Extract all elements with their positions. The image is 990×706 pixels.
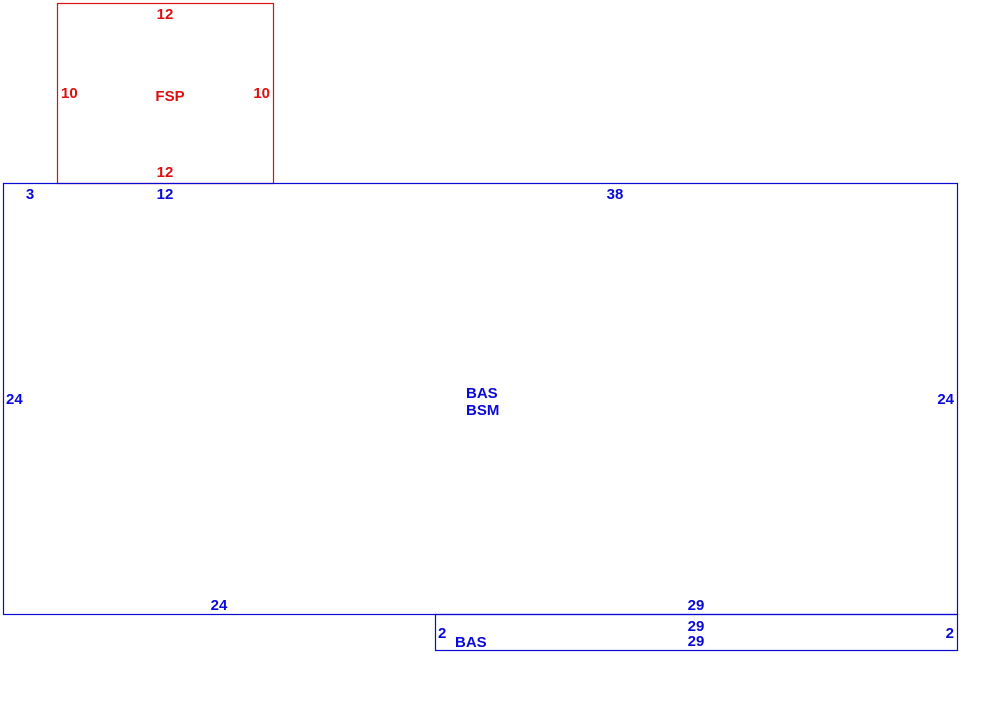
addition-area-label: BAS xyxy=(455,634,487,651)
porch-left-dimension: 10 xyxy=(61,85,78,102)
addition-left-dimension: 2 xyxy=(438,625,446,642)
main-area-label-line1: BAS xyxy=(466,385,498,402)
main-right-dimension: 24 xyxy=(937,391,954,408)
main-section: 3 12 38 24 24 BAS BSM 24 29 xyxy=(2,182,959,616)
main-top-right-dimension: 38 xyxy=(607,186,624,203)
main-bottom-left-dimension: 24 xyxy=(211,597,228,614)
addition-section: 29 2 2 BAS 29 xyxy=(434,613,959,652)
main-top-left-dimension: 3 xyxy=(26,186,34,203)
addition-bottom-dimension: 29 xyxy=(688,633,705,650)
main-left-dimension: 24 xyxy=(6,391,23,408)
porch-right-dimension: 10 xyxy=(253,85,270,102)
main-bottom-right-dimension: 29 xyxy=(688,597,705,614)
addition-outline xyxy=(434,613,959,652)
porch-bottom-dimension: 12 xyxy=(157,164,174,181)
porch-top-dimension: 12 xyxy=(157,6,174,23)
addition-top-dimension: 29 xyxy=(688,618,705,635)
main-top-mid-dimension: 12 xyxy=(157,186,174,203)
addition-right-dimension: 2 xyxy=(946,625,954,642)
porch-section: 12 10 10 FSP 12 xyxy=(56,2,275,185)
porch-area-label: FSP xyxy=(155,88,184,105)
main-area-label-line2: BSM xyxy=(466,402,499,419)
